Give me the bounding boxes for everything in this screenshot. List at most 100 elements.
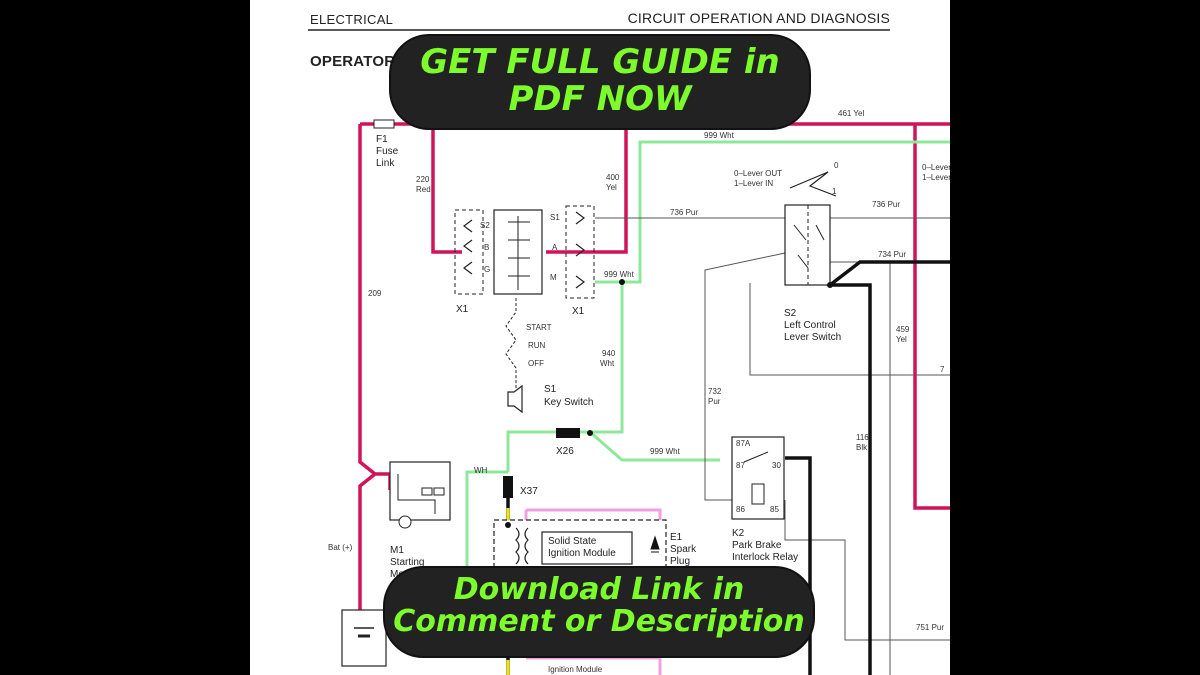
pin-b: B bbox=[484, 243, 489, 252]
lever-pos-1: 1 bbox=[832, 187, 837, 196]
s1-name: Key Switch bbox=[544, 397, 593, 408]
section-title: OPERATOR bbox=[310, 53, 396, 70]
battery bbox=[341, 609, 387, 667]
ignition-module-inner bbox=[541, 531, 633, 565]
header-right: CIRCUIT OPERATION AND DIAGNOSIS bbox=[627, 10, 890, 26]
wire-751: 751 Pur bbox=[916, 623, 944, 632]
m1-name-1: Starting bbox=[390, 557, 424, 568]
s2-name-2: Lever Switch bbox=[784, 332, 841, 343]
red-wire-220 bbox=[431, 124, 462, 254]
wire-459-a: 459 bbox=[896, 325, 910, 334]
k2-pin-86: 86 bbox=[736, 505, 745, 514]
banner-top-line-1: GET FULL GUIDE in bbox=[420, 42, 780, 82]
x1-chevrons bbox=[463, 211, 585, 289]
key-start: START bbox=[526, 323, 552, 332]
ignition-module-label-1: Solid State bbox=[548, 536, 597, 547]
red-wire-400 bbox=[546, 124, 628, 254]
wire-220-b: Red bbox=[416, 185, 431, 194]
pin-a: A bbox=[552, 243, 558, 252]
f1-id: F1 bbox=[376, 134, 388, 145]
e1-name-1: Spark bbox=[670, 544, 697, 555]
ignition-module-small: Ignition Module bbox=[548, 665, 603, 674]
s2-lever bbox=[789, 171, 837, 197]
lever-out: 0–Lever OUT bbox=[734, 169, 782, 178]
k2-pin-87: 87 bbox=[736, 461, 745, 470]
k2-pin-87a: 87A bbox=[736, 439, 751, 448]
red-wire-right-vertical bbox=[913, 124, 950, 510]
wire-116-b: Blk bbox=[856, 443, 868, 452]
download-link-banner[interactable]: Download Link in Comment or Description bbox=[385, 568, 813, 656]
x1-right-label: X1 bbox=[572, 306, 585, 317]
x1-left-label: X1 bbox=[456, 304, 469, 315]
k2-relay bbox=[731, 436, 785, 520]
wire-wh: WH bbox=[474, 466, 488, 475]
lever-pos-0: 0 bbox=[834, 161, 839, 170]
wire-732-a: 732 bbox=[708, 387, 722, 396]
k2-name-1: Park Brake bbox=[732, 540, 782, 551]
green-wire-999-low bbox=[589, 430, 720, 462]
s1-id: S1 bbox=[544, 384, 557, 395]
get-guide-banner[interactable]: GET FULL GUIDE in PDF NOW bbox=[391, 36, 809, 128]
pin-m: M bbox=[550, 273, 557, 282]
wire-400-a: 400 bbox=[606, 173, 620, 182]
f1-name-2: Link bbox=[376, 158, 395, 169]
red-wire-starter bbox=[375, 472, 392, 490]
battery-label: Bat (+) bbox=[328, 543, 353, 552]
banner-bottom-line-1: Download Link in bbox=[453, 572, 745, 607]
s2-name-1: Left Control bbox=[784, 320, 836, 331]
k2-pin-30: 30 bbox=[772, 461, 781, 470]
wire-116-a: 116 bbox=[856, 433, 869, 442]
ignition-module-label-2: Ignition Module bbox=[548, 548, 616, 559]
k2-name-2: Interlock Relay bbox=[732, 552, 798, 563]
pin-s2: S2 bbox=[480, 221, 490, 230]
black-wire-s2-out bbox=[830, 283, 872, 675]
header-left: ELECTRICAL bbox=[310, 12, 394, 27]
wire-999-low: 999 Wht bbox=[650, 447, 681, 456]
lever-right-1: 0–Lever bbox=[922, 163, 950, 172]
wire-736-left: 736 Pur bbox=[670, 208, 698, 217]
wire-209: 209 bbox=[368, 289, 382, 298]
key-run: RUN bbox=[528, 341, 546, 350]
e1-id: E1 bbox=[670, 532, 683, 543]
green-wire-999-top bbox=[595, 140, 950, 284]
e1-name-2: Plug bbox=[670, 556, 690, 567]
wire-736-right: 736 Pur bbox=[872, 200, 900, 209]
m1-id: M1 bbox=[390, 545, 404, 556]
wire-734: 734 Pur bbox=[878, 250, 906, 259]
x26-connector bbox=[556, 428, 580, 438]
banner-top-line-2: PDF NOW bbox=[508, 78, 692, 119]
wire-459-b: Yel bbox=[896, 335, 907, 344]
wire-999-mid: 999 Wht bbox=[604, 270, 635, 279]
lever-right-2: 1–Lever bbox=[922, 173, 950, 182]
x26-label: X26 bbox=[556, 446, 574, 457]
wire-7: 7 bbox=[940, 365, 945, 374]
f1-fuse-symbol bbox=[373, 119, 395, 129]
f1-name-1: Fuse bbox=[376, 146, 399, 157]
spark-plug-symbol bbox=[650, 535, 660, 553]
wire-940-a: 940 bbox=[602, 349, 616, 358]
wire-400-b: Yel bbox=[606, 183, 617, 192]
red-wire-left-vertical bbox=[358, 124, 378, 620]
x37-label: X37 bbox=[520, 486, 538, 497]
s2-id: S2 bbox=[784, 308, 797, 319]
x1-right-connector bbox=[565, 205, 595, 299]
k2-id: K2 bbox=[732, 528, 745, 539]
key-switch-symbol bbox=[507, 384, 523, 414]
m1-starting-motor bbox=[389, 461, 451, 521]
key-position-zigzag bbox=[505, 298, 517, 388]
k2-pin-85: 85 bbox=[770, 505, 779, 514]
gray-wire-732 bbox=[704, 252, 786, 501]
key-off: OFF bbox=[528, 359, 544, 368]
gray-wire-right bbox=[749, 283, 950, 376]
x37-connector bbox=[503, 476, 513, 498]
pin-g: G bbox=[484, 265, 490, 274]
wire-220-a: 220 bbox=[416, 175, 430, 184]
banner-bottom-line-2: Comment or Description bbox=[393, 604, 805, 640]
x1-left-connector bbox=[454, 209, 484, 295]
pink-wire-3 bbox=[526, 656, 662, 675]
s2-switch bbox=[784, 204, 831, 286]
wire-940-b: Wht bbox=[600, 359, 615, 368]
wire-732-b: Pur bbox=[708, 397, 721, 406]
pin-s1: S1 bbox=[550, 213, 560, 222]
gray-wire-116 bbox=[784, 500, 950, 641]
